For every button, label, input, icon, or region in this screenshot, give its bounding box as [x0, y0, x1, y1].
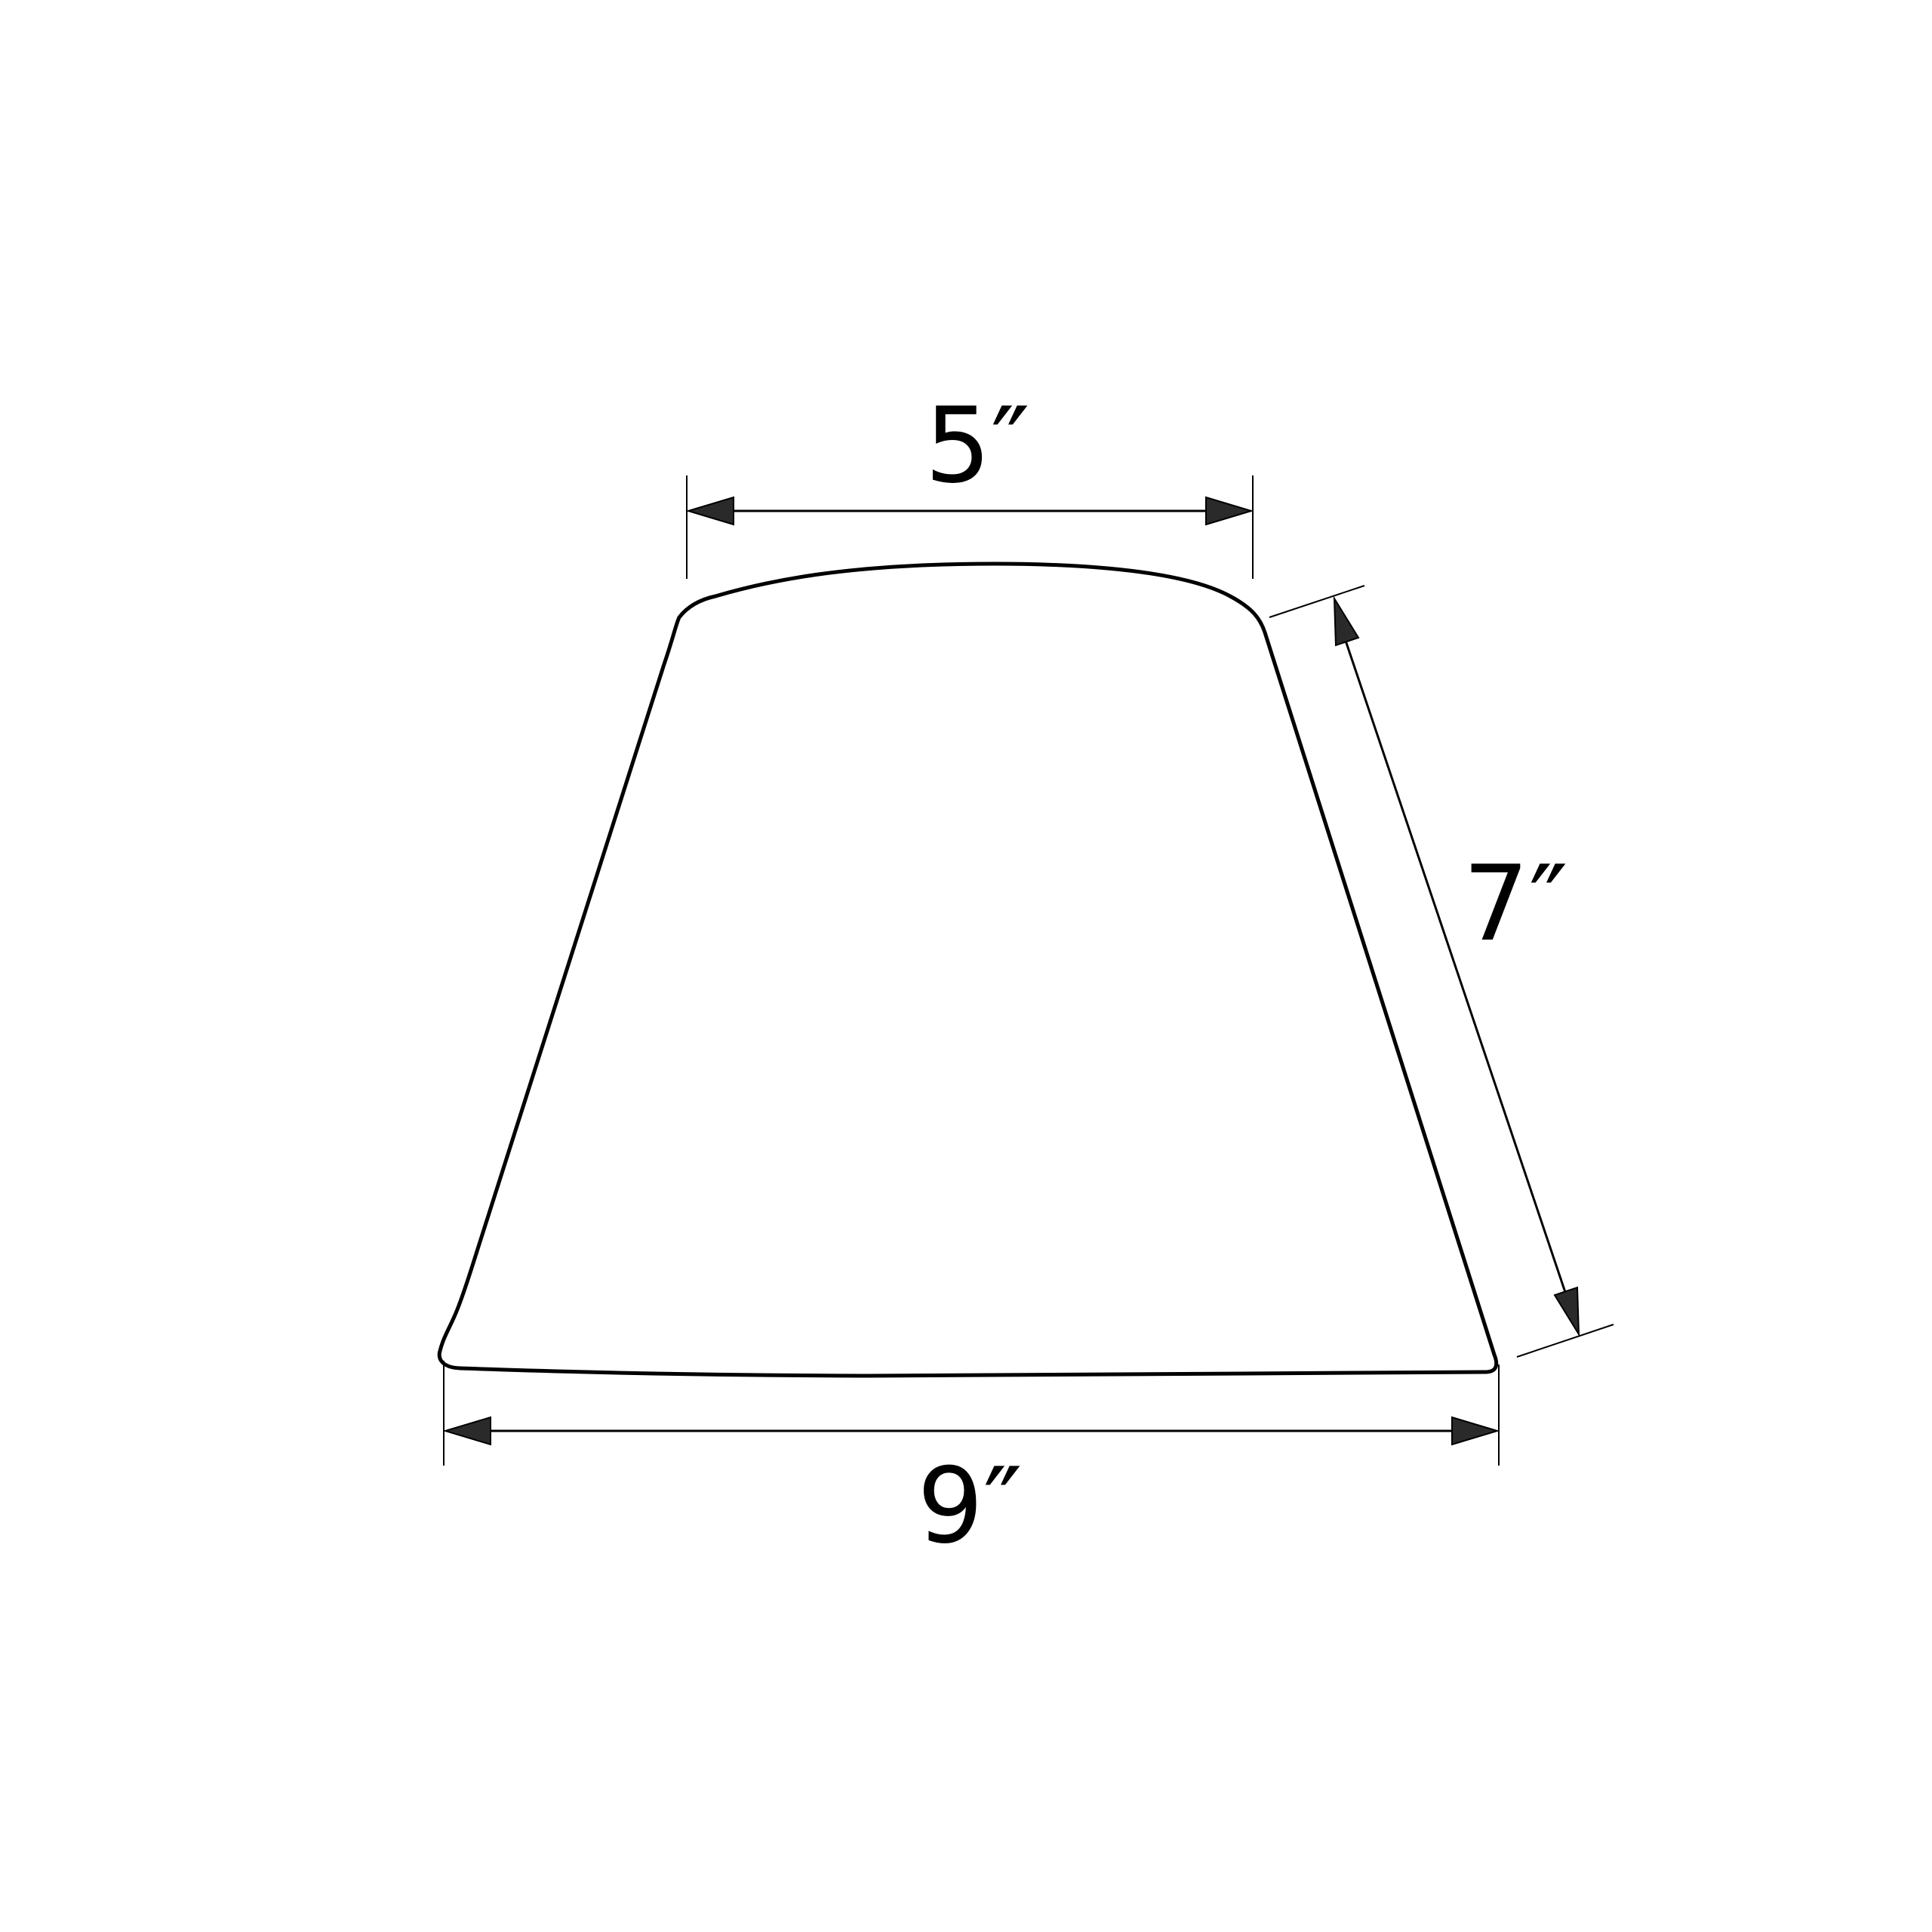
slant-height-label: 7″: [1463, 843, 1567, 964]
slant-arrowhead-top: [1333, 595, 1360, 647]
slant-extension-line-top: [1269, 585, 1365, 618]
top-arrowhead-right: [1205, 496, 1254, 526]
slant-dimension-line: [1343, 638, 1571, 1306]
top-arrowhead-left: [685, 496, 734, 526]
slant-arrowhead-bottom: [1553, 1286, 1580, 1337]
bottom-arrowhead-left: [442, 1416, 491, 1446]
bottom-width-label: 9″: [917, 1445, 1022, 1567]
lampshade-outline: [437, 561, 1499, 1378]
slant-extension-line-bottom: [1516, 1324, 1614, 1358]
top-width-label: 5″: [924, 385, 1029, 506]
bottom-arrowhead-right: [1451, 1416, 1500, 1446]
